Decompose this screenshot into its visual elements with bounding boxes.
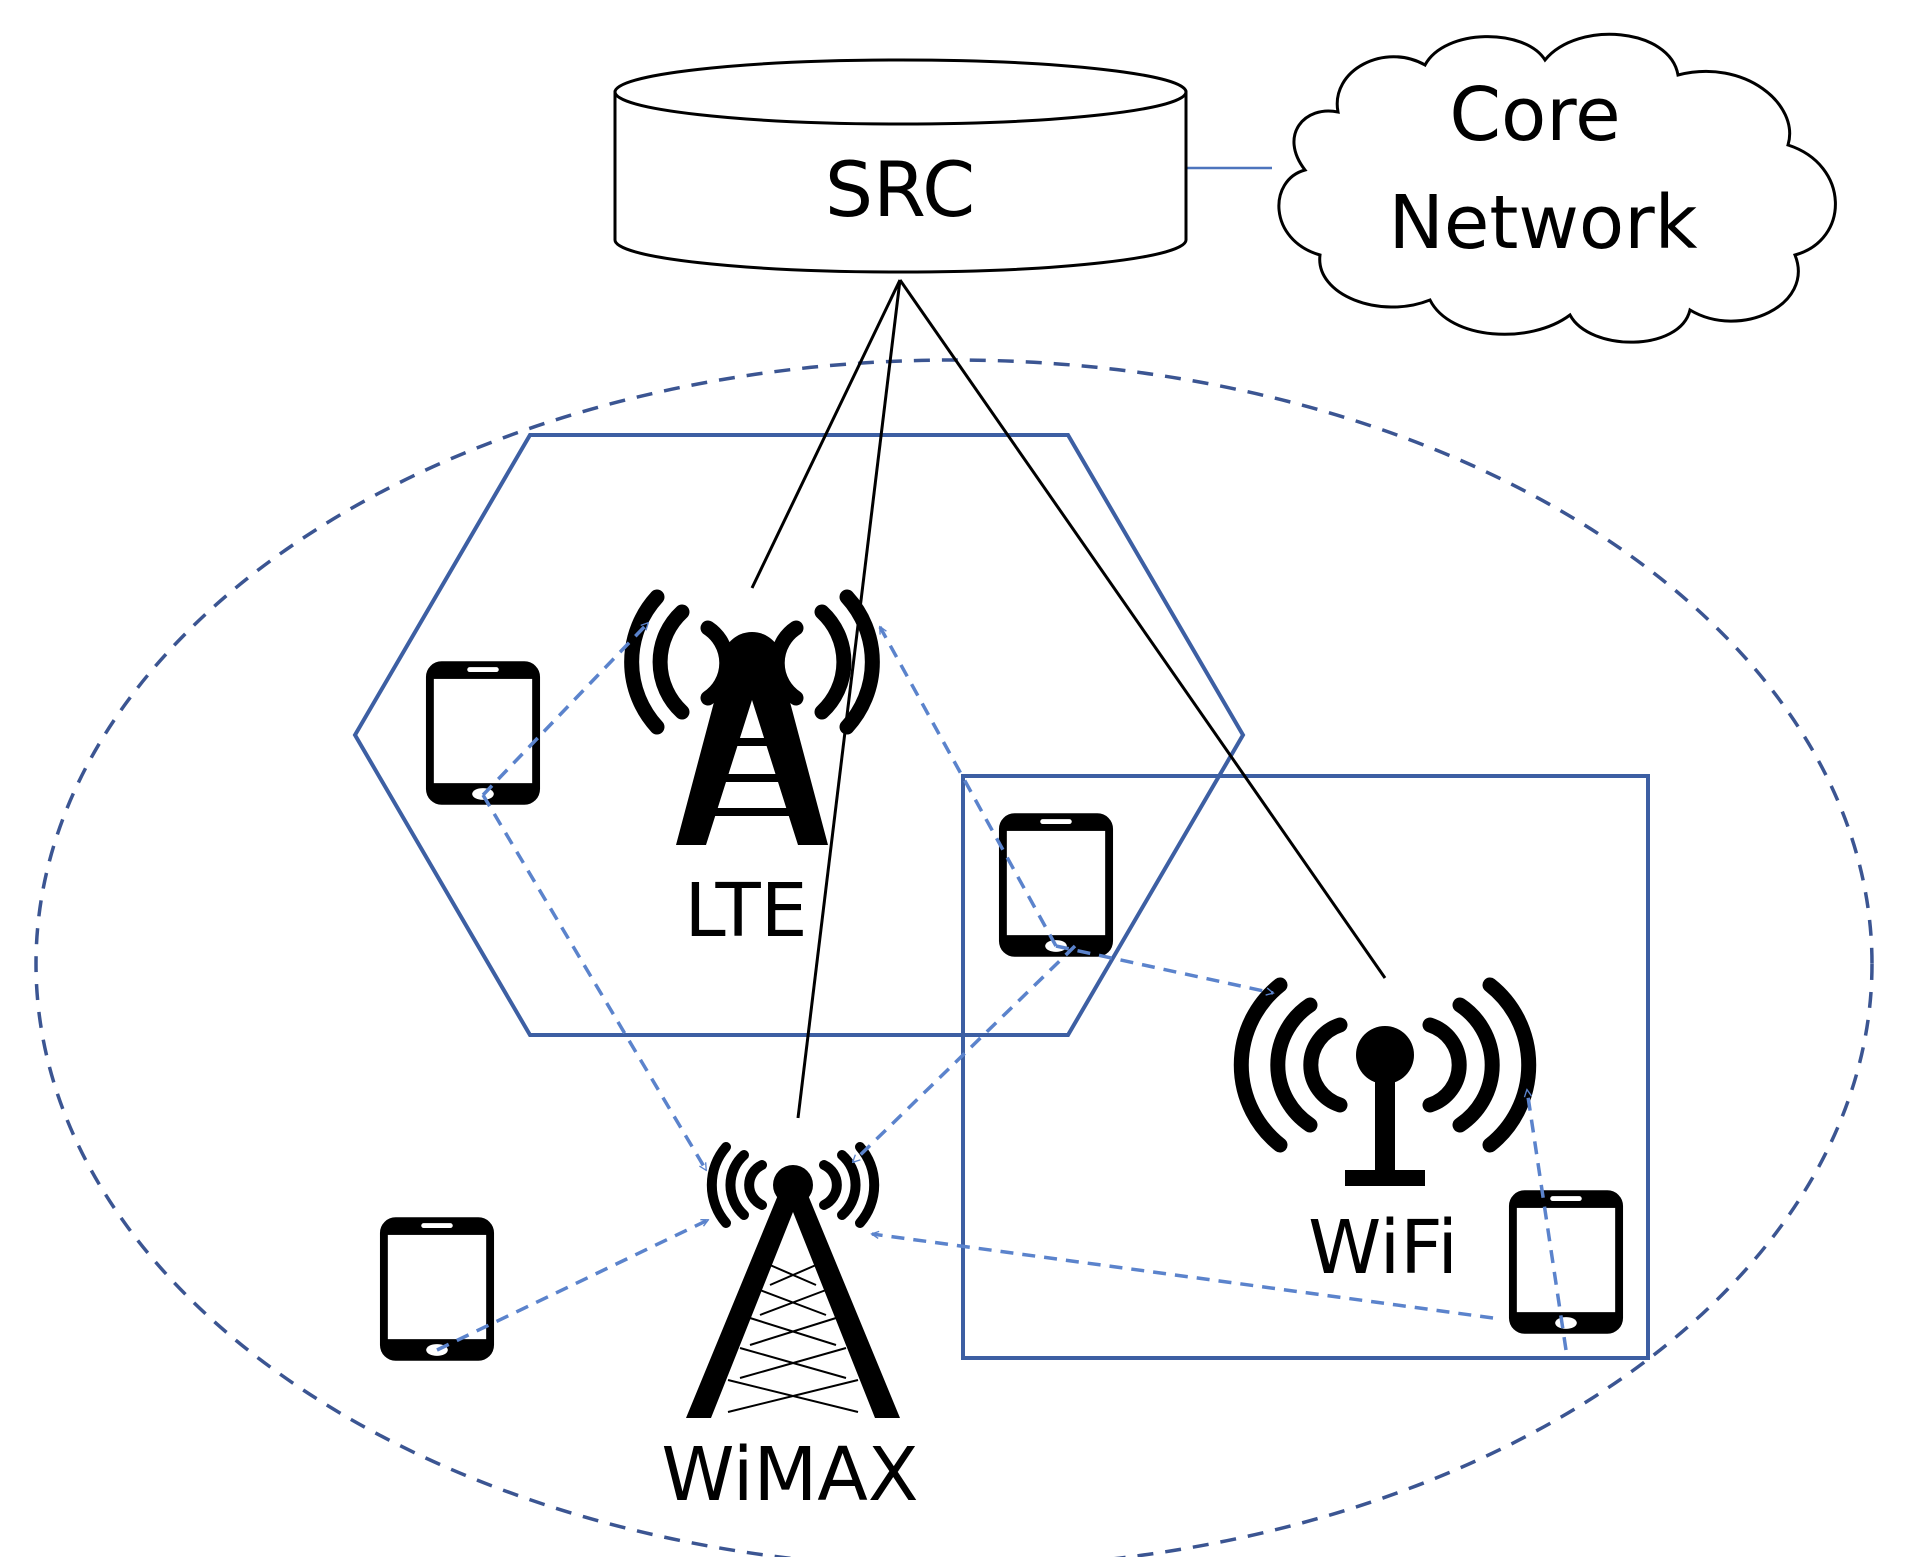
mobile-device-wimax	[379, 1217, 495, 1361]
arrow-overlap-lte	[878, 627, 1058, 947]
arrow-phone-wimax	[481, 794, 708, 1170]
src-cylinder: SRC	[613, 58, 1188, 274]
lte-label: LTE	[685, 868, 808, 954]
link-src-wimax	[796, 279, 902, 1119]
link-src-wifi	[898, 279, 1387, 979]
arrow-wimax-phone	[436, 1218, 708, 1352]
wifi-access-point-icon: WiFi	[1233, 977, 1537, 1291]
mobile-device-wifi	[1508, 1190, 1624, 1334]
wireless-links	[436, 623, 1568, 1352]
lte-hexagon-cell	[352, 433, 1246, 1037]
lte-tower-icon: LTE	[624, 589, 880, 954]
arrow-overlap-wifi	[1055, 944, 1273, 993]
arrow-wifi-phone-wimax	[872, 1234, 1494, 1320]
wimax-label: WiMAX	[661, 1432, 918, 1518]
wimax-tower-icon: WiMAX	[661, 1142, 919, 1518]
src-label: SRC	[825, 145, 975, 234]
link-src-lte	[750, 279, 902, 589]
wired-links	[750, 166, 1387, 1119]
arrow-phone-lte	[481, 623, 648, 797]
core-network-label-line2: Network	[1389, 180, 1698, 266]
arrow-overlap-wimax	[853, 944, 1077, 1162]
mobile-device-overlap	[998, 813, 1114, 957]
wifi-label: WiFi	[1308, 1205, 1458, 1291]
coverage-ellipse	[34, 358, 1874, 1557]
mobile-device-lte	[425, 661, 541, 805]
core-network-label-line1: Core	[1449, 72, 1620, 158]
core-network-cloud: Core Network	[1277, 32, 1837, 344]
wifi-square-cell	[961, 774, 1650, 1360]
